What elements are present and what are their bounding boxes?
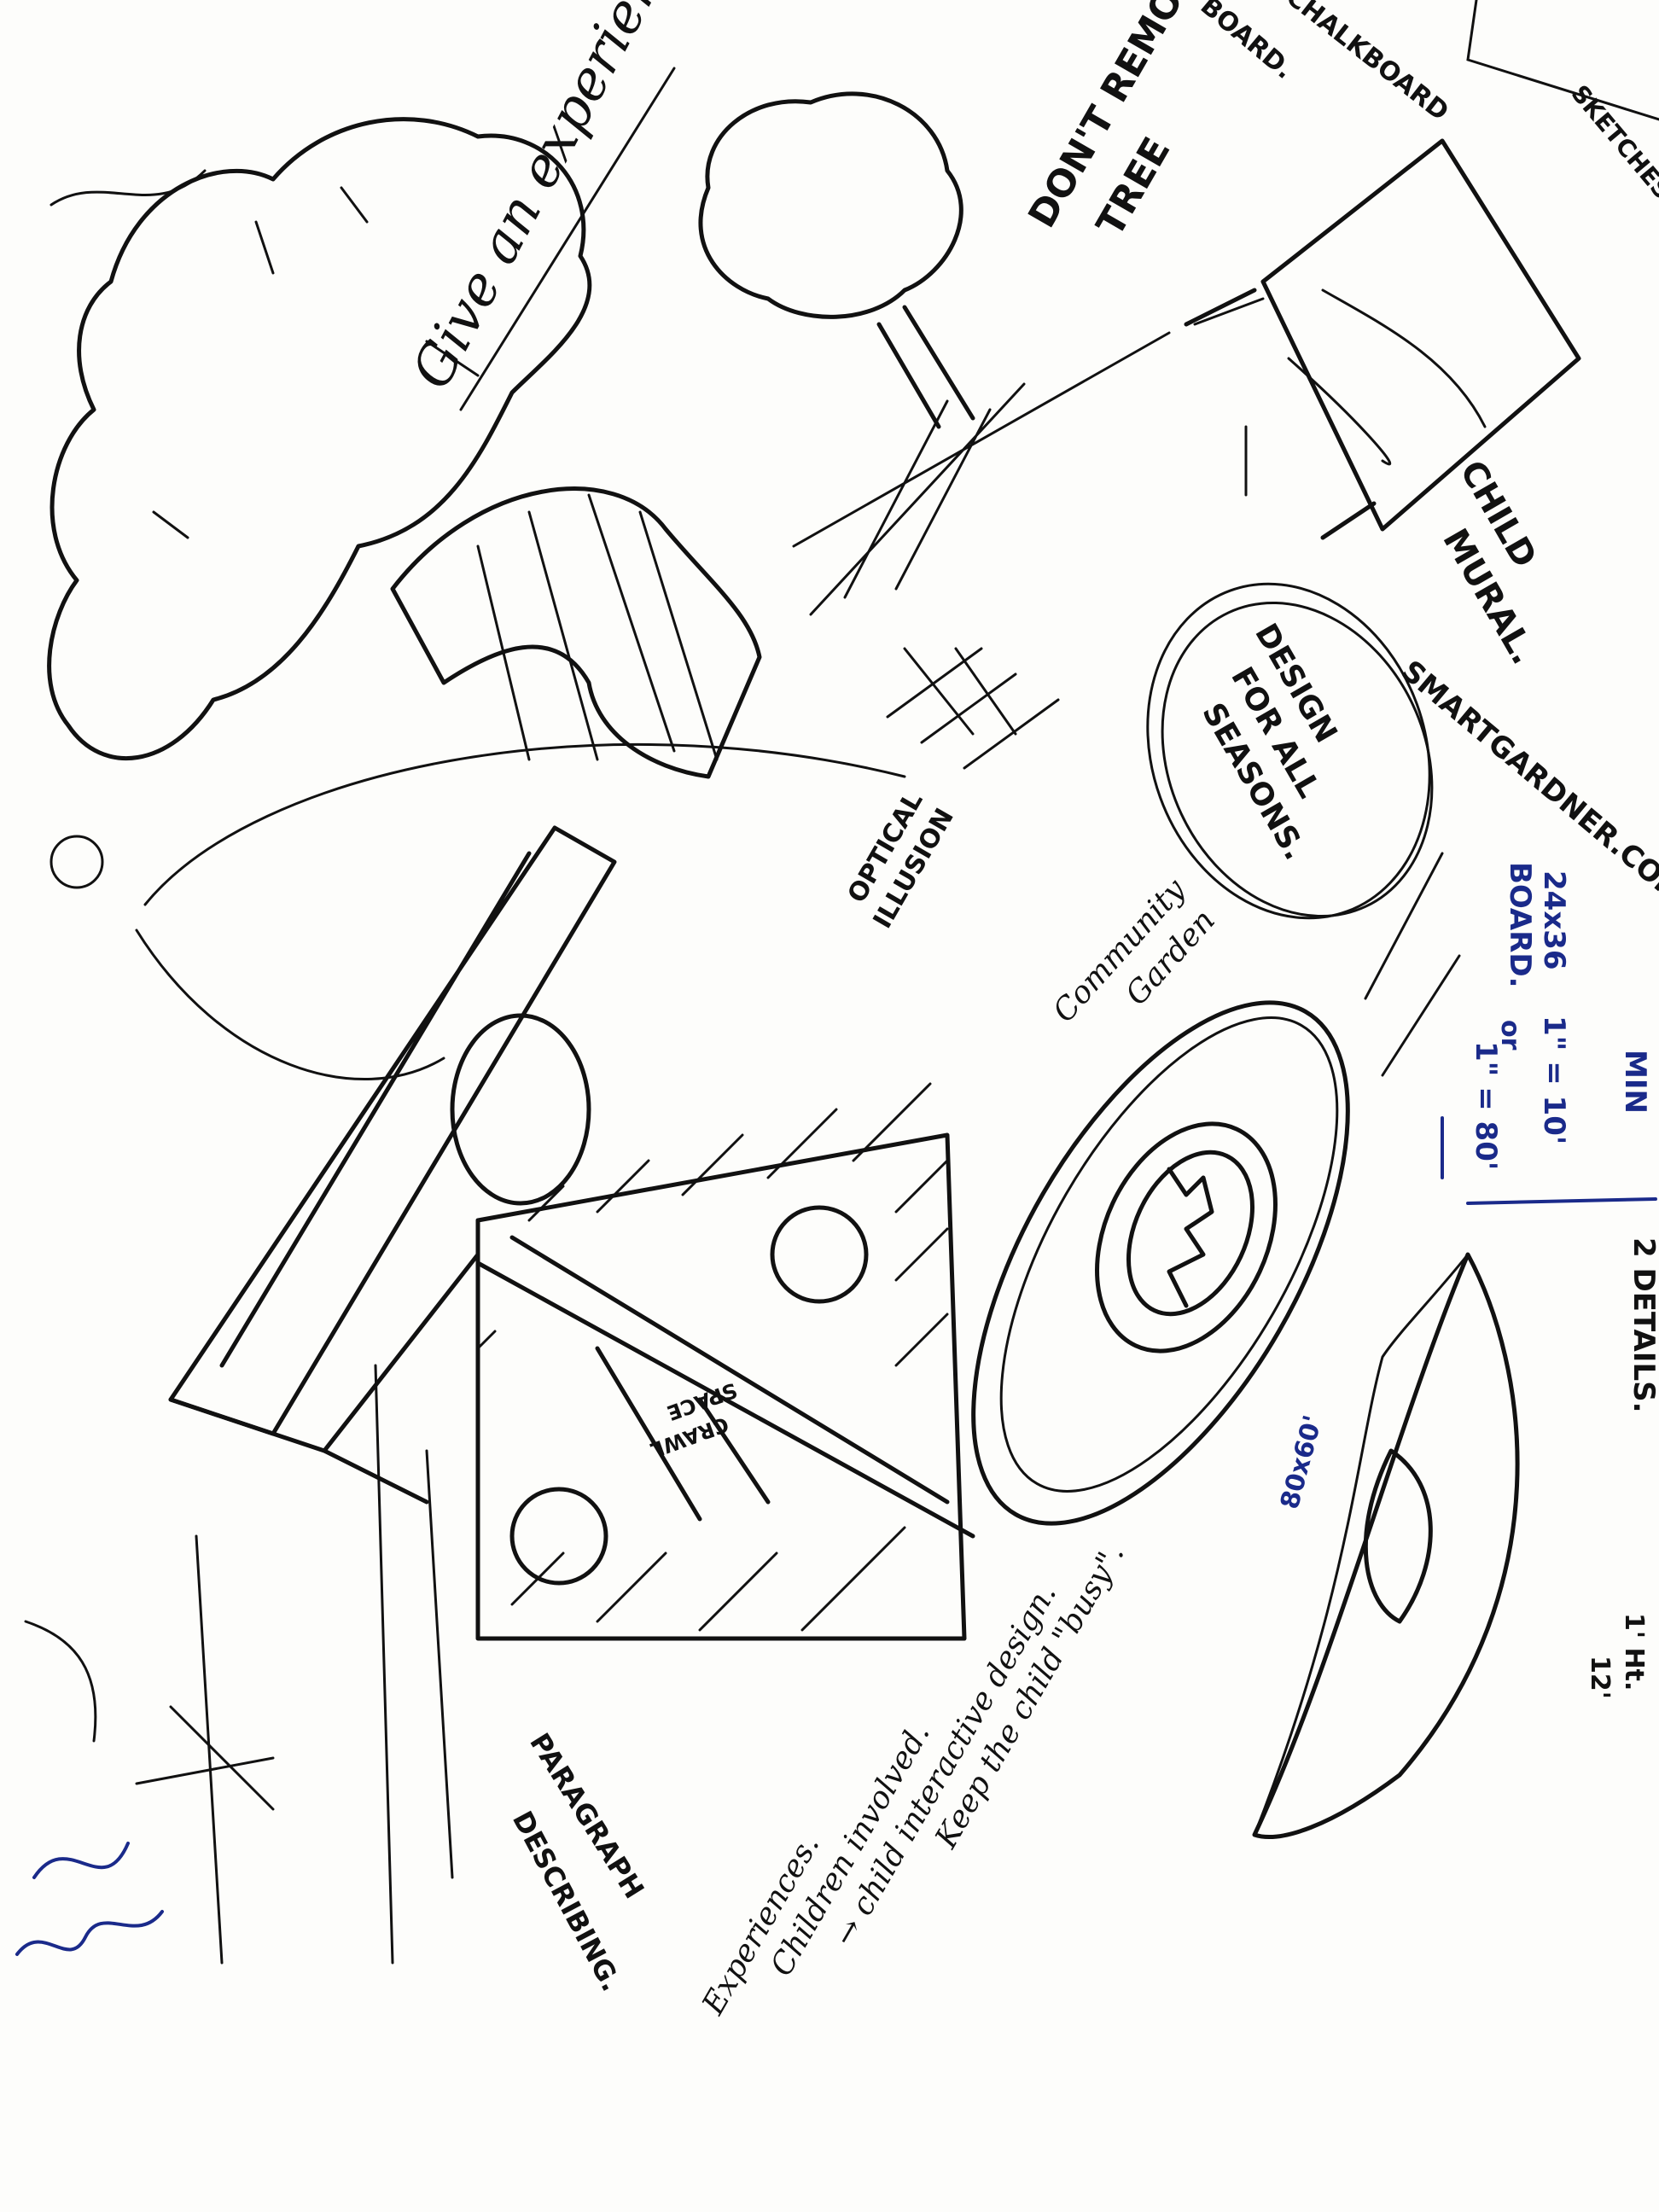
mural-scribble: [1193, 288, 1487, 497]
two-details-label: 2 DETAILS.: [1627, 1237, 1659, 1413]
dimension-label: 80x60': [1275, 1412, 1329, 1512]
walkway-sketch: [168, 825, 617, 1436]
small-tree-sketch: [698, 91, 963, 319]
tree-trunk-sketch: [876, 305, 975, 429]
board-size-label: 24x36: [1537, 870, 1571, 970]
shrub-sketch: [450, 1013, 591, 1206]
blue-scribble: [15, 1842, 164, 1956]
paper-corner: [1466, 0, 1659, 121]
board-label: BOARD.: [1195, 0, 1299, 85]
plan-hatching: [476, 1082, 949, 1632]
small-circle-sketch: [49, 835, 104, 889]
slope-hatching: [792, 331, 1171, 616]
height-12-label: 12': [1585, 1656, 1615, 1699]
plan-walls-sketch: [475, 1235, 975, 1539]
scale-bar: [1441, 1116, 1657, 1205]
bridge-sketch: [390, 486, 762, 779]
chalkboard-label: CHALKBOARD: [1280, 0, 1454, 127]
min-label: MIN: [1618, 1050, 1652, 1114]
sketches-label: SKETCHES: [1566, 79, 1659, 204]
canopy-detail-strokes: [49, 169, 480, 539]
height-label: 1' Ht.: [1619, 1613, 1649, 1691]
mural-legs: [1184, 288, 1377, 540]
plan-square-sketch: [475, 1132, 967, 1641]
garden-arrows: [1364, 852, 1461, 1077]
seasons-bubble: [1146, 582, 1431, 920]
or-label: or: [1495, 1020, 1525, 1051]
curved-sweep-sketch: [135, 742, 906, 1081]
walkway-edge-sketch: [168, 1252, 480, 1505]
plan-circle-top: [770, 1205, 869, 1304]
board-blue-label: BOARD.: [1503, 862, 1537, 988]
bottom-left-scribble: [24, 1620, 275, 1811]
give-experience-label: Give an experience: [400, 0, 706, 399]
scale-80-label: 1" = 80': [1469, 1041, 1503, 1170]
vertical-strokes: [195, 1364, 454, 1965]
give-experience-underline: [459, 67, 676, 411]
tree-canopy-sketch: [47, 117, 592, 761]
seasons-bubble-inner: [1161, 602, 1434, 917]
scale-10-label: 1" = 10': [1537, 1016, 1571, 1144]
mural-frame-sketch: [1260, 138, 1581, 532]
detail-crescent-sketch: [1252, 1252, 1520, 1839]
bridge-hatching: [476, 493, 719, 761]
note-interactive: → child interactive design.: [827, 1578, 1063, 1953]
community-garden-sketch: [971, 1000, 1350, 1526]
stair-hatching: [886, 647, 1060, 770]
plan-circle-bottom: [509, 1487, 608, 1586]
